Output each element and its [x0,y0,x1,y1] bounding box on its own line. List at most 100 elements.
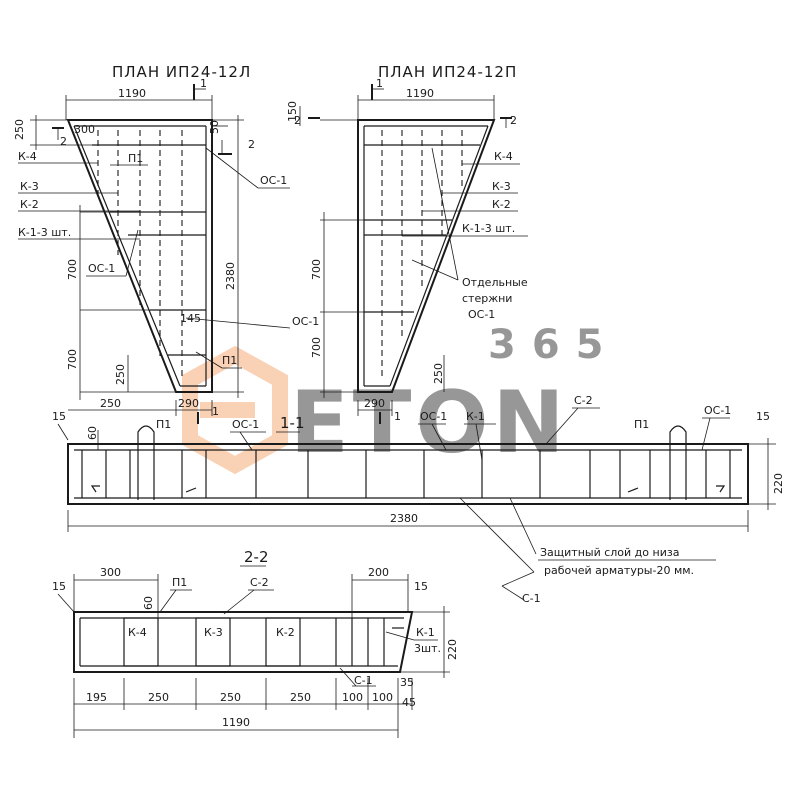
svg-text:250: 250 [290,691,311,704]
label-c2-s11: С-2 [574,394,593,407]
svg-text:200: 200 [368,566,389,579]
label-oc1-s11-mid: ОС-1 [420,410,447,423]
dim-1190-right: 1190 [406,87,434,100]
svg-text:250: 250 [220,691,241,704]
svg-text:300: 300 [100,566,121,579]
dim-2380-horizontal: 2380 [390,512,418,525]
dim-1190-left: 1190 [118,87,146,100]
dim-1190-section-22: 1190 [222,716,250,729]
plan-right-outline [357,119,496,393]
section-11-outline [67,443,749,505]
label-oc1-s11-right: ОС-1 [704,404,731,417]
label-separate-3: ОС-1 [468,308,495,321]
dim-700-left-a: 700 [66,259,79,280]
dim-220-section-22: 220 [446,639,459,660]
plan-right-cut-2: 2 [500,114,517,128]
svg-text:60: 60 [142,596,155,610]
svg-text:290: 290 [364,397,385,410]
svg-text:100: 100 [372,691,393,704]
label-p1-left-bottom: П1 [222,354,237,367]
svg-text:250: 250 [100,397,121,410]
svg-text:2: 2 [60,135,67,148]
label-k1-s22: К-1 [416,626,435,639]
label-k2-left: К-2 [20,198,39,211]
plan-left-labels: К-4 П1 К-3 К-2 К-1-3 шт. ОС-1 ОС-1 ОС-1 … [18,147,319,369]
label-p1-s22: П1 [172,576,187,589]
section-11-loop-left [137,425,155,500]
dim-220-section-11: 220 [772,473,785,494]
svg-text:50: 50 [208,120,221,134]
svg-text:15: 15 [756,410,770,423]
section-22-outline [73,611,414,673]
label-p1-s11-right: П1 [634,418,649,431]
label-separate-2: стержни [462,292,512,305]
section-2-2: 2-2 300 15 60 200 15 [52,548,459,738]
svg-text:250: 250 [114,364,127,385]
plan-right-dim-width: 1190 1 [357,77,495,120]
plan-left-dim-width: 1190 [65,87,213,120]
label-k4-s22: К-4 [128,626,147,639]
label-oc1-middle: ОС-1 [292,315,319,328]
plan-right-labels: К-4 К-3 К-2 К-1-3 шт. Отдельные стержни … [402,147,528,321]
plan-left-dims-vertical: 250 700 700 250 [13,115,176,400]
svg-text:2: 2 [248,138,255,151]
plan-right-bottom-dims: 290 1 [357,397,401,424]
label-oc1-right-a: ОС-1 [260,174,287,187]
label-k3-right: К-3 [492,180,511,193]
svg-text:100: 100 [342,691,363,704]
watermark-number: 365 [488,322,620,368]
svg-text:1: 1 [200,77,207,90]
dim-700-right-b: 700 [310,337,323,358]
label-k1-3-right: К-1-3 шт. [462,222,515,235]
section-22-stirrups [123,617,404,667]
plan-right-dims-vertical: 150 2 700 700 250 [286,101,445,398]
svg-text:15: 15 [52,580,66,593]
label-separate-1: Отдельные [462,276,528,289]
svg-text:2: 2 [294,114,301,127]
watermark-brand: ETON [290,373,569,473]
svg-text:300: 300 [74,123,95,136]
plan-left-cut-2: 2 2 [52,127,255,155]
svg-text:15: 15 [414,580,428,593]
label-c1-s11: С-1 [522,592,541,605]
dim-700-left-b: 700 [66,349,79,370]
label-k1-s11: К-1 [466,410,485,423]
plan-left-cut-1-top: 1 [193,77,207,100]
section-22-bottom-dims: 195 250 250 250 100 100 35 45 1190 [73,676,416,738]
label-c1-s22: С-1 [354,674,373,687]
svg-text:150: 150 [286,101,299,122]
svg-text:290: 290 [178,397,199,410]
svg-text:1: 1 [394,410,401,423]
label-k3-left: К-3 [20,180,39,193]
section-1-1: 1-1 [52,394,785,605]
svg-text:45: 45 [402,696,416,709]
plan-left-title: ПЛАН ИП24-12Л [112,63,251,81]
label-3sht-s22: 3шт. [414,642,441,655]
cover-note-line-1: Защитный слой до низа [540,546,679,559]
label-oc1-s11-left: ОС-1 [232,418,259,431]
watermark: 365 ETON [182,322,620,475]
label-k2-s22: К-2 [276,626,295,639]
section-22-top-dims: 300 15 60 200 15 220 [52,566,459,678]
svg-text:145: 145 [180,312,201,325]
section-11-cover-note: Защитный слой до низа рабочей арматуры-2… [459,497,716,605]
section-22-title: 2-2 [244,548,269,566]
label-p1-s11-left: П1 [156,418,171,431]
plan-left-bottom-dims: 250 290 1 [68,397,219,424]
svg-text:1: 1 [376,77,383,90]
plan-left-dim-length: 2380 50 [208,115,244,398]
svg-text:35: 35 [400,676,414,689]
svg-text:250: 250 [432,363,445,384]
watermark-hex-logo [182,345,288,475]
plan-left: ПЛАН ИП24-12Л 1190 1 [13,63,319,424]
svg-text:1: 1 [212,405,219,418]
cover-note-line-2: рабочей арматуры-20 мм. [544,564,694,577]
label-k2-right: К-2 [492,198,511,211]
section-22-labels: П1 С-2 К-4 К-3 К-2 К-1 3шт. С-1 [128,576,441,687]
svg-text:60: 60 [86,426,99,440]
label-oc1-left-a: ОС-1 [88,262,115,275]
svg-text:250: 250 [148,691,169,704]
dim-2380-vertical: 2380 [224,262,237,290]
label-k1-3-left: К-1-3 шт. [18,226,71,239]
